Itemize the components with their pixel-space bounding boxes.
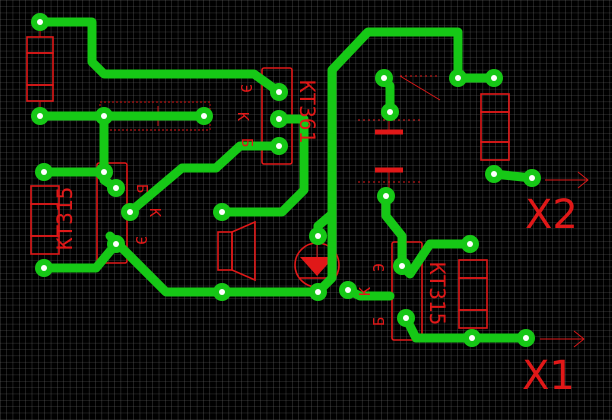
arrow-x2 (545, 171, 589, 189)
trace-7 (39, 239, 121, 273)
pad (517, 329, 535, 347)
pad-hole (529, 175, 535, 181)
pad-hole (201, 113, 207, 119)
arrow-x1 (540, 330, 585, 348)
transistor-vt3-label: KT315 (425, 262, 449, 325)
pad (121, 203, 139, 221)
resistor-r2 (30, 185, 60, 255)
pad (485, 165, 503, 183)
pad (107, 179, 125, 197)
transistor-vt1-pin-e: Э (237, 84, 255, 93)
transistor-vt2-label: KT315 (53, 187, 77, 250)
pad-hole (381, 75, 387, 81)
pad (449, 69, 467, 87)
resistor-r4 (458, 259, 488, 329)
transistor-vt3-outline (391, 241, 423, 341)
pad-hole (403, 315, 409, 321)
led-triangle (300, 257, 334, 276)
pad-hole (345, 287, 351, 293)
pad (461, 235, 479, 253)
transistor-vt3-pin-e: Э (370, 263, 388, 272)
pad-hole (113, 241, 119, 247)
pad (397, 309, 415, 327)
pad-hole (276, 89, 282, 95)
speaker-symbol (217, 220, 256, 282)
transistor-vt3-pin-k: К (356, 287, 374, 296)
pad (270, 83, 288, 101)
pad (31, 13, 49, 31)
pad-hole (113, 185, 119, 191)
transistor-vt2-pin-b: Б (133, 184, 151, 193)
pad (270, 137, 288, 155)
pad-hole (383, 193, 389, 199)
transistor-vt1-label: KT361 (295, 80, 319, 143)
transistor-vt3-pin-b: Б (370, 317, 388, 326)
pad-hole (101, 113, 107, 119)
pad-hole (399, 263, 405, 269)
pad-hole (315, 289, 321, 295)
pad (463, 329, 481, 347)
pad-hole (37, 113, 43, 119)
pad-hole (491, 75, 497, 81)
pad-hole (219, 289, 225, 295)
pad-hole (37, 19, 43, 25)
pad-hole (523, 335, 529, 341)
pad (213, 283, 231, 301)
silk-text-layer: KT361 Э К Б KT315 Б Э К KT315 Э Б К X2 X… (53, 80, 578, 399)
pad (195, 107, 213, 125)
pad (393, 257, 411, 275)
pad (309, 283, 327, 301)
pad-hole (127, 209, 133, 215)
pad (377, 187, 395, 205)
pad (381, 103, 399, 121)
pad (35, 259, 53, 277)
pad (339, 281, 357, 299)
pad (95, 107, 113, 125)
pad (107, 235, 125, 253)
resistor-r3 (399, 75, 510, 161)
pads-layer (31, 13, 541, 347)
pad (35, 163, 53, 181)
pad (485, 69, 503, 87)
trace-5 (217, 114, 309, 217)
pad-hole (276, 116, 282, 122)
pad (31, 107, 49, 125)
connector-x1-label: X1 (522, 353, 575, 399)
pad-hole (387, 109, 393, 115)
pad (95, 163, 113, 181)
trace-8 (105, 231, 323, 297)
pad (270, 110, 288, 128)
pad-hole (219, 209, 225, 215)
trace-1 (35, 17, 284, 97)
pad-hole (41, 169, 47, 175)
pad-hole (101, 169, 107, 175)
transistor-vt2-pin-e: Э (132, 236, 150, 245)
connector-x2-label: X2 (525, 192, 578, 238)
transistor-vt1-pin-b: Б (238, 138, 256, 147)
pad-hole (276, 143, 282, 149)
pad-hole (469, 335, 475, 341)
transistor-vt2-pin-k: К (146, 208, 164, 217)
pad (213, 203, 231, 221)
trace-4 (125, 141, 284, 217)
pad-hole (315, 233, 321, 239)
pad-hole (467, 241, 473, 247)
transistor-vt1-pin-k: К (234, 112, 252, 121)
pad-hole (41, 265, 47, 271)
pad-hole (455, 75, 461, 81)
pad (523, 169, 541, 187)
pad-hole (491, 171, 497, 177)
pad (309, 227, 327, 245)
pad (375, 69, 393, 87)
